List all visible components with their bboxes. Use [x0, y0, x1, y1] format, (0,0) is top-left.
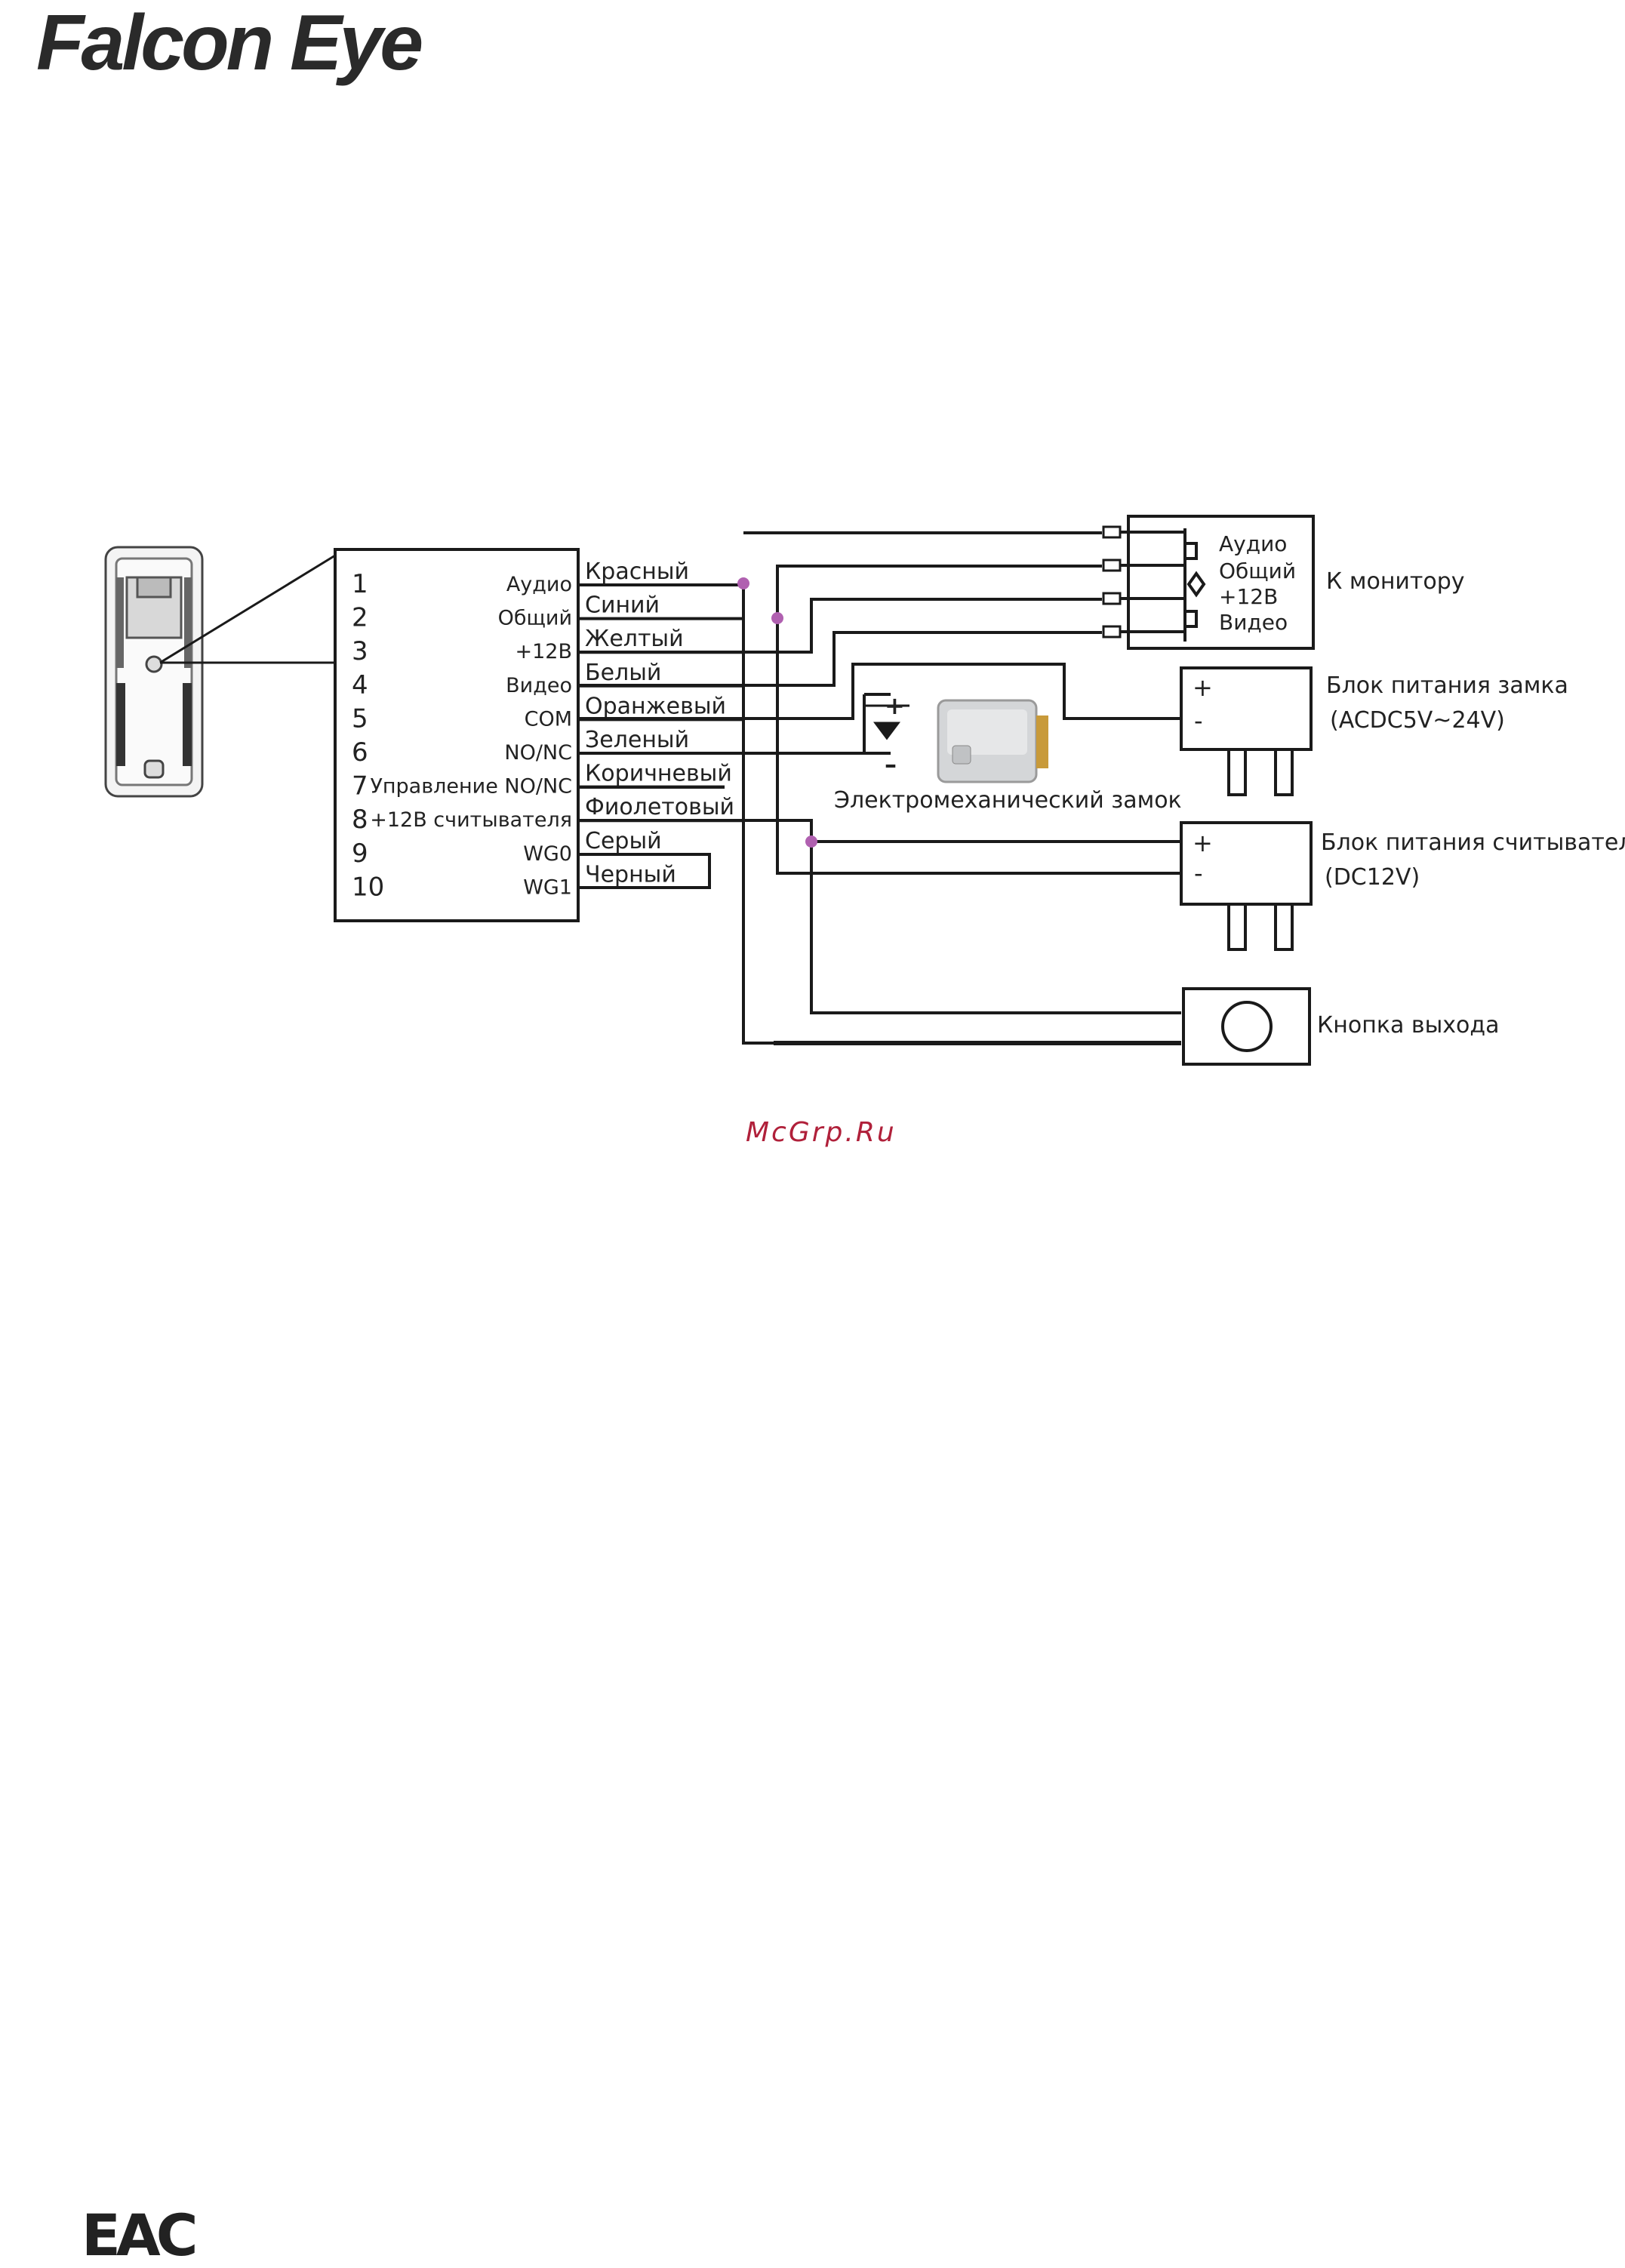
terminal-pin-number: 8 — [352, 805, 368, 835]
terminal-pin-label: COM — [525, 707, 572, 731]
yellow-wire — [578, 598, 1102, 654]
reader-psu-caption-line2: (DC12V) — [1325, 864, 1420, 891]
terminal-pin-label: NO/NC — [504, 741, 572, 765]
terminal-pin-number: 7 — [352, 771, 368, 802]
terminal-block — [334, 548, 580, 922]
lock-plus: + — [885, 691, 905, 720]
monitor-pin-common: Общий — [1219, 559, 1296, 583]
white-wire — [578, 631, 1102, 687]
terminal-pin-number: 9 — [352, 839, 368, 869]
wire-color-label: Желтый — [585, 626, 684, 652]
terminal-pin-label: Общий — [498, 607, 572, 630]
monitor-pin-12v: +12В — [1219, 584, 1278, 609]
diode-icon — [864, 704, 909, 740]
lock-psu-minus: - — [1194, 706, 1203, 735]
wg-loop — [578, 853, 711, 889]
lock-psu-plus: + — [1193, 673, 1213, 702]
orange-wire — [578, 663, 1181, 720]
exit-button-device — [1182, 987, 1311, 1066]
blue-wire-psu — [776, 618, 1181, 875]
exit-button-caption: Кнопка выхода — [1317, 1012, 1500, 1039]
terminal-pin-number: 4 — [352, 670, 368, 700]
purple-wire-button — [810, 842, 1181, 1014]
wire-color-label: Черный — [585, 861, 676, 888]
wire-color-label: Красный — [585, 559, 689, 585]
device-leader-lines — [159, 554, 336, 664]
terminal-rows: 1 Аудио Красный 2 Общий Синий 3 +12В Желтый 4 Виде… — [352, 559, 743, 902]
reader-psu-plus: + — [1193, 829, 1213, 857]
purple-wire — [578, 819, 1181, 843]
lock-minus: – — [885, 750, 897, 779]
terminal-pin-label: Управление NO/NC — [370, 775, 572, 799]
terminal-pin-number: 10 — [352, 872, 384, 902]
terminal-pin-label: +12В — [515, 640, 572, 663]
terminal-pin-number: 1 — [352, 569, 368, 599]
lock-caption: Электромеханический замок — [834, 787, 1182, 814]
lock-device — [937, 699, 1048, 783]
wire-color-label: Коричневый — [585, 761, 732, 787]
lock-psu-caption-line1: Блок питания замка — [1326, 672, 1568, 699]
reader-psu: + - — [1180, 821, 1313, 951]
wire-color-label: Оранжевый — [585, 693, 726, 719]
call-panel-device — [104, 546, 204, 798]
monitor-pin-video: Видео — [1219, 610, 1288, 635]
lock-psu-caption-line2: (ACDC5V~24V) — [1330, 707, 1505, 734]
wire-color-label: Серый — [585, 828, 662, 854]
terminal-pin-label: WG1 — [523, 876, 572, 899]
terminal-pin-number: 3 — [352, 636, 368, 666]
falcon-eye-logo: Falcon Eye — [36, 0, 421, 87]
wire-color-label: Белый — [585, 660, 661, 686]
wiring — [578, 531, 1181, 1045]
terminal-pin-label: WG0 — [523, 842, 572, 866]
reader-psu-minus: - — [1194, 859, 1203, 888]
wire-color-label: Синий — [585, 592, 660, 619]
terminal-pin-number: 5 — [352, 703, 368, 734]
terminal-pin-number: 2 — [352, 603, 368, 633]
wire-color-label: Фиолетовый — [585, 794, 734, 820]
terminal-pin-number: 6 — [352, 737, 368, 768]
reader-psu-caption-line1: Блок питания считывателя — [1321, 829, 1625, 856]
eac-mark: EAC — [82, 2202, 195, 2264]
junction-dots — [737, 577, 817, 848]
wire-color-label: Зеленый — [585, 727, 689, 753]
terminal-pin-label: +12В считывателя — [370, 808, 572, 832]
monitor-block: Аудио Общий +12В Видео — [1102, 515, 1315, 650]
monitor-caption: К монитору — [1326, 568, 1465, 595]
terminal-pin-label: Видео — [506, 674, 572, 697]
watermark: McGrp.Ru — [746, 1117, 897, 1148]
lock-psu: + - — [1180, 666, 1313, 796]
blue-wire — [776, 565, 1102, 618]
terminal-pin-label: Аудио — [506, 573, 572, 596]
monitor-pin-audio: Аудио — [1219, 531, 1287, 556]
